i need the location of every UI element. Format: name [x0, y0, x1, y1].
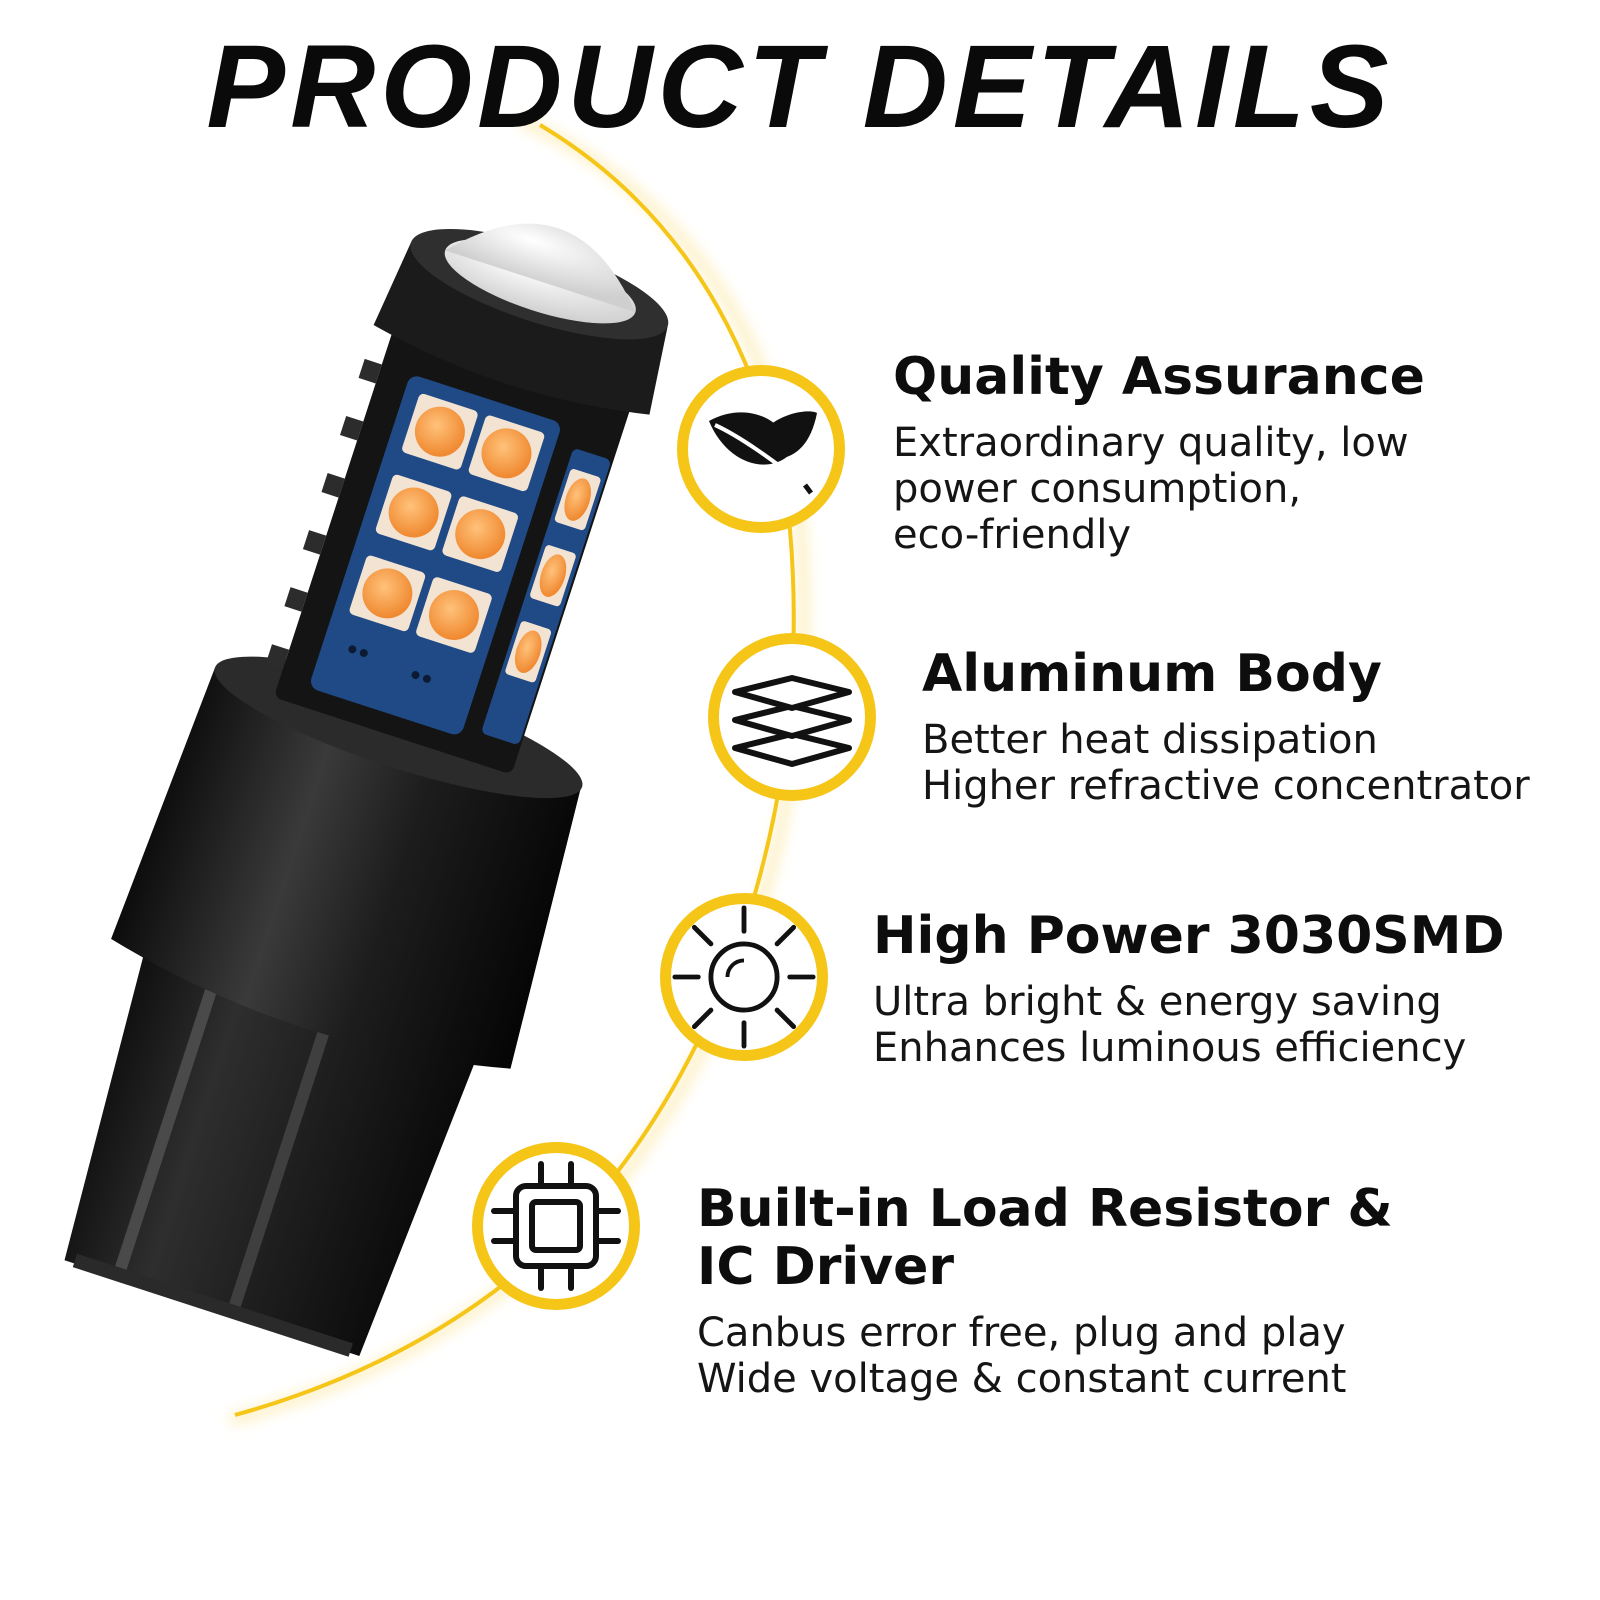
feature-heading: Aluminum Body	[922, 644, 1382, 704]
chip-icon	[491, 1161, 621, 1291]
feature-high-power-smd: High Power 3030SMD Ultra bright & energy…	[873, 907, 1505, 1071]
feature-icon-badge	[660, 893, 828, 1061]
feature-description: Extraordinary quality, low power consump…	[893, 420, 1409, 559]
feature-description: Better heat dissipation Higher refractiv…	[922, 717, 1530, 810]
feature-heading: High Power 3030SMD	[873, 906, 1505, 966]
feature-quality-assurance: Quality Assurance Extraordinary quality,…	[893, 348, 1425, 558]
leaf-icon	[709, 411, 817, 495]
feature-icon-badge	[708, 633, 876, 801]
feature-description: Canbus error free, plug and play Wide vo…	[697, 1310, 1347, 1403]
connector-arc	[228, 113, 811, 1427]
feature-heading: Built-in Load Resistor & IC Driver	[697, 1179, 1393, 1298]
feature-heading: Quality Assurance	[893, 347, 1425, 407]
layers-icon	[732, 675, 852, 767]
page-title: PRODUCT DETAILS	[206, 21, 1394, 153]
led-chips	[348, 393, 545, 683]
feature-icon-badge	[677, 365, 845, 533]
feature-description: Ultra bright & energy saving Enhances lu…	[873, 979, 1467, 1072]
top-collar	[373, 242, 668, 415]
feature-aluminum-body: Aluminum Body Better heat dissipation Hi…	[922, 645, 1530, 809]
sun-icon	[672, 905, 816, 1049]
feature-load-resistor: Built-in Load Resistor & IC Driver Canbu…	[697, 1179, 1393, 1403]
feature-icon-badge	[472, 1142, 640, 1310]
